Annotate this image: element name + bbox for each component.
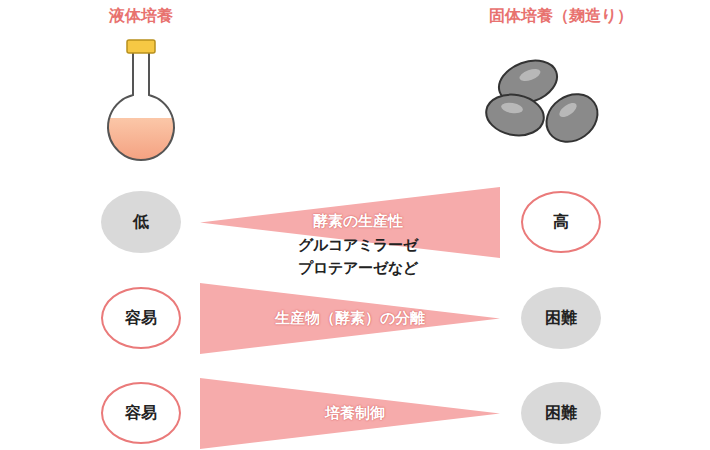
column-heading: 液体培養 [109, 6, 173, 27]
rating-circle: 困難 [521, 287, 601, 349]
circle-text: 容易 [125, 403, 157, 424]
rating-circle: 困難 [521, 382, 601, 444]
wedge-fill [200, 378, 500, 449]
column-heading: 固体培養（麹造り） [489, 6, 633, 27]
koji-grains-illustration [483, 53, 607, 152]
wedge-fill [200, 283, 500, 354]
wedge-title: 培養制御 [325, 404, 385, 423]
rating-circle: 容易 [101, 382, 181, 444]
circle-text: 高 [553, 212, 569, 233]
rating-circle: 容易 [101, 287, 181, 349]
rating-circle: 低 [101, 191, 181, 253]
circle-text: 困難 [545, 403, 577, 424]
flask-illustration [105, 40, 180, 168]
circle-text: 容易 [125, 308, 157, 329]
comparison-wedge: 生産物（酵素）の分離 [200, 283, 500, 354]
comparison-wedge: 酵素の生産性グルコアミラーゼ プロテアーゼなど [200, 187, 500, 258]
wedge-title: 酵素の生産性 [313, 212, 403, 231]
circle-text: 困難 [545, 308, 577, 329]
wedge-title: 生産物（酵素）の分離 [275, 309, 425, 328]
rating-circle: 高 [521, 191, 601, 253]
circle-text: 低 [133, 212, 149, 233]
comparison-wedge: 培養制御 [200, 378, 500, 449]
wedge-note: グルコアミラーゼ プロテアーゼなど [288, 234, 428, 280]
